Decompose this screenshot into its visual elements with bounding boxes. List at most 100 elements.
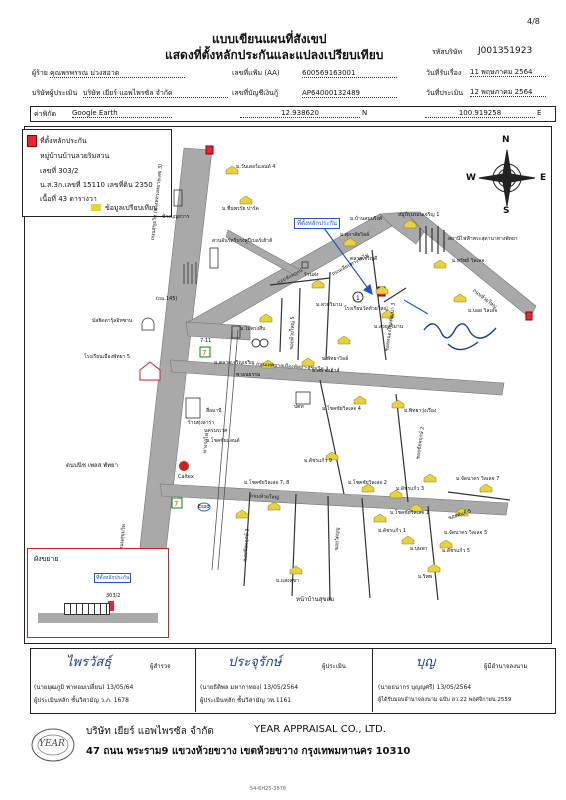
village-icon (267, 501, 281, 511)
footer-company-th: บริษัท เยียร์ แอพไพรซัล จำกัด (86, 726, 214, 737)
building-icon (173, 189, 183, 207)
map-label: นครนรเวศ (204, 428, 228, 434)
map-label: โรงเรียนวัดห้วยใหญ่ (344, 306, 388, 312)
inset-plan: ผังขยาย ที่ตั้งหลักประกัน 303/2 (27, 548, 169, 638)
latitude: 12.938620 (240, 109, 360, 118)
company-name: บริษัท เยียร์ แอพไพรซัล จำกัด (83, 89, 228, 98)
gas-station-icon (295, 391, 311, 405)
map-label: ม.โชคชัยวิลเลจ 7, 8 (244, 480, 290, 486)
seven-eleven-icon (171, 497, 183, 509)
longitude: 100.919258 (425, 109, 535, 118)
map-label: ม.บ้านสมบริงค์ (350, 216, 383, 222)
footer-small-text: 54-6H25-3878 (250, 786, 286, 792)
village-icon (261, 359, 275, 369)
start-date-label: วันที่รับเรื่อง (426, 69, 462, 77)
map-label: มัสยิดดารุ้ลอิหซาน (92, 318, 133, 324)
company-label: บริษัทผู้ประเมิน (32, 89, 78, 97)
map-label: ดนปนิช เพลส พัทยา (66, 462, 118, 469)
map-label: หมู่บ้านรอนเจริญ 1 (398, 212, 440, 218)
map-label: ตลาดเจริญดี (350, 256, 378, 262)
map-label: ม.ดัชรแก้ว 1 (378, 528, 407, 534)
compass-e: E (540, 173, 547, 183)
soi-7 (327, 495, 331, 601)
footer-address: 47 ถนน พระราม9 แขวงห้วยขวาง เขตห้วยขวาง … (86, 746, 411, 757)
village-icon (455, 507, 469, 517)
caltex-icon (179, 461, 189, 471)
map-label: ม.แสงสุขา (276, 578, 299, 584)
map-label: ม.พัทยาวิลล์ (322, 356, 349, 362)
signature-authorized: บุญ (416, 655, 436, 670)
map-label: สวนอันร์ตรีบรงสูปีเบอร์เฮ้าส์ (212, 238, 273, 244)
village-icon (337, 335, 351, 345)
village-icon (225, 165, 239, 175)
map-label: หน้าบ้านสุขอม (296, 596, 335, 603)
sukhumvit-marker (205, 145, 214, 155)
collateral-legend-icon (27, 135, 37, 147)
handwritten-arrow (403, 299, 429, 315)
appraiser-role: ผู้ประเมิน (322, 663, 346, 670)
signature-divider (372, 648, 373, 712)
road-label: ซอยห้วยใหญ่ 5 (288, 316, 297, 350)
soi-10 (319, 379, 345, 495)
surveyor-cert: ผู้ประเมินหลัก ชั้นวิสามัญ ว.ภ. 1678 (34, 697, 129, 704)
map-label: ม.จัดนาคร วิลเลจ 5 (444, 530, 488, 536)
map-label: ร้านทุ่งลาร่า (188, 420, 215, 426)
soi-12 (447, 491, 511, 501)
village-icon (401, 535, 415, 545)
eval-date-label: วันที่ประเมิน (426, 89, 464, 97)
document-title: แบบเขียนแผนที่สังเขป (212, 32, 327, 46)
village-icon (433, 259, 447, 269)
collateral-callout: ที่ตั้งหลักประกัน (294, 218, 341, 229)
logo-text: YEAR (39, 739, 65, 749)
inset-callout: ที่ตั้งหลักประกัน (94, 573, 132, 583)
appraiser-cert: ผู้ประเมินหลัก ชั้นวิสามัญ วท.1161 (200, 697, 292, 704)
map-label: ปตท (294, 404, 304, 410)
compass-rose (478, 149, 536, 207)
map-label: ม.จัดนาคร วิลเลจ 7 (456, 476, 500, 482)
account-no: AP64000132489 (302, 89, 397, 98)
map-label: ม.ไม่ตรงสืบ (240, 326, 266, 332)
legend-box: ที่ตั้งหลักประกัน หมู่บ้านบ้านลวยริมสวน … (22, 129, 172, 217)
map-label: 7-11 (200, 338, 212, 344)
village-icon (373, 513, 387, 523)
village-icon (353, 395, 367, 405)
map-label: ม.สวยสุวิมาน (374, 324, 404, 330)
map-label: ม.บอย วิลเลจ (468, 308, 498, 314)
surveyor-name: (นายยุฒภูมิ พาหอมเปลี่ยน) 13/05/64 (34, 684, 134, 691)
village-icon (239, 195, 253, 205)
building-icon (301, 261, 309, 269)
svg-text:7: 7 (174, 500, 178, 508)
soi-1 (279, 297, 283, 353)
map-frame (24, 126, 552, 644)
map-label: ม.ทรัพย์ วิลเลจ (452, 258, 485, 264)
legend-collateral-label: ที่ตั้งหลักประกัน (40, 137, 87, 145)
latitude-suffix: N (362, 109, 368, 117)
page-number: 4/8 (527, 17, 540, 26)
village-icon (391, 399, 405, 409)
inset-plot-number: 303/2 (106, 593, 121, 599)
village-icon (381, 309, 395, 319)
landmark-circle-icon (251, 338, 261, 348)
comparison-legend-icon (91, 204, 101, 211)
map-label: ม.โชคชัยแลนด์ (206, 438, 240, 444)
coordinates-label: ค่าพิกัด (34, 110, 57, 118)
compass-w: W (466, 173, 476, 183)
map-label: ม.สบายเฮ้าส์ (312, 368, 340, 374)
soi-6 (291, 493, 297, 597)
village-icon (259, 313, 273, 323)
soi-2 (297, 287, 301, 361)
authorized-name: (นายธนากร บุญญศรี) 13/05/2564 (378, 684, 472, 691)
map-label: Esso (198, 504, 210, 510)
account-label: เลขที่บัญชีเงินกู้ (232, 89, 279, 97)
road-link-west (185, 321, 251, 341)
building-icon (185, 397, 201, 419)
map-label: ม.บุษพา (410, 546, 428, 552)
map-label: ม.สวยวิมาน (316, 302, 343, 308)
compass-s: S (503, 206, 510, 216)
village-icon (479, 483, 493, 493)
map-label: ม.โชคชัยวิลเลจ 4 (322, 406, 361, 412)
signature-appraiser: ประจุรักษ์ (228, 655, 282, 670)
village-icon (301, 357, 315, 367)
authorized-role: ผู้มีอำนาจลงนาม (484, 663, 528, 670)
footer-company-en: YEAR APPRAISAL CO., LTD. (254, 724, 386, 735)
